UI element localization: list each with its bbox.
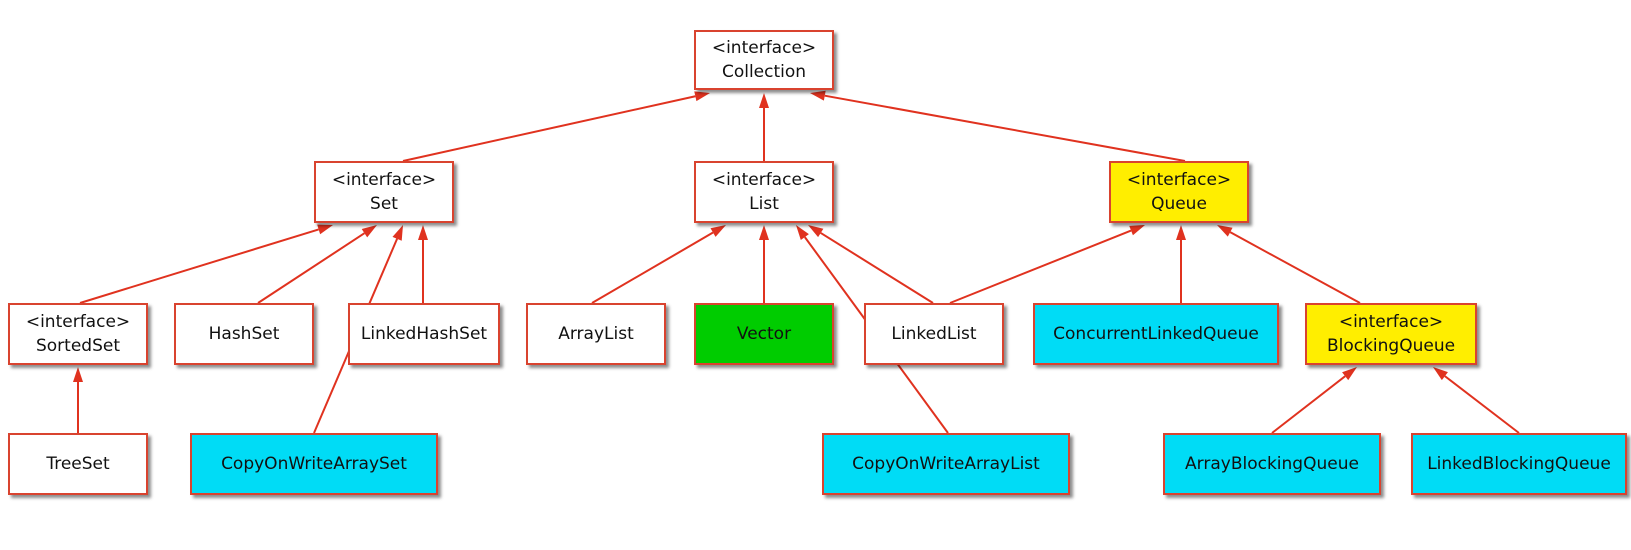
arrowhead: [810, 90, 826, 101]
arrayblockingqueue-name: ArrayBlockingQueue: [1185, 454, 1359, 474]
arrow-linkedlist-to-queue: [949, 225, 1145, 304]
blockingqueue-name: BlockingQueue: [1326, 336, 1456, 356]
arrowhead: [1129, 225, 1145, 236]
arrowhead: [694, 91, 710, 102]
queue-stereotype: <interface>: [1126, 170, 1232, 190]
collection-name: Collection: [721, 62, 807, 82]
node-set: <interface> Set: [314, 161, 454, 223]
arrowhead: [808, 225, 824, 238]
node-queue: <interface> Queue: [1109, 161, 1249, 223]
blockingqueue-stereotype: <interface>: [1338, 312, 1444, 332]
arrowhead: [759, 93, 769, 108]
node-sortedset: <interface> SortedSet: [8, 303, 148, 365]
node-collection: <interface> Collection: [694, 30, 834, 90]
list-name: List: [749, 194, 779, 214]
node-copyonwritearraylist: CopyOnWriteArrayList: [822, 433, 1070, 495]
arrowhead: [796, 225, 809, 241]
arrow-linkedblockingqueue-to-blockingqueue: [1433, 367, 1520, 434]
arrowhead: [392, 225, 403, 241]
list-stereotype: <interface>: [711, 170, 817, 190]
set-stereotype: <interface>: [331, 170, 437, 190]
arrowhead: [73, 367, 83, 382]
node-arraylist: ArrayList: [526, 303, 666, 365]
arrowhead: [1176, 225, 1186, 240]
node-treeset: TreeSet: [8, 433, 148, 495]
arrow-arraylist-to-list: [591, 225, 726, 304]
treeset-name: TreeSet: [46, 454, 110, 474]
copyonwritearrayset-name: CopyOnWriteArraySet: [221, 454, 407, 474]
arraylist-name: ArrayList: [558, 324, 634, 344]
linkedhashset-name: LinkedHashSet: [360, 324, 488, 344]
arrow-queue-to-collection: [810, 90, 1186, 162]
collection-stereotype: <interface>: [711, 38, 817, 58]
sortedset-stereotype: <interface>: [25, 312, 131, 332]
arrow-linkedlist-to-list: [808, 225, 934, 304]
concurrentlinkedqueue-name: ConcurrentLinkedQueue: [1053, 324, 1259, 344]
arrow-treeset-to-sortedset: [73, 367, 83, 433]
arrowhead: [1433, 367, 1448, 381]
arrow-arrayblockingqueue-to-blockingqueue: [1271, 367, 1357, 434]
node-concurrentlinkedqueue: ConcurrentLinkedQueue: [1033, 303, 1279, 365]
vector-name: Vector: [736, 324, 792, 344]
node-blockingqueue: <interface> BlockingQueue: [1305, 303, 1477, 365]
node-copyonwritearrayset: CopyOnWriteArraySet: [190, 433, 438, 495]
node-vector: Vector: [694, 303, 834, 365]
arrowhead: [1217, 225, 1233, 237]
linkedblockingqueue-name: LinkedBlockingQueue: [1427, 454, 1611, 474]
node-hashset: HashSet: [174, 303, 314, 365]
node-linkedlist: LinkedList: [864, 303, 1004, 365]
node-arrayblockingqueue: ArrayBlockingQueue: [1163, 433, 1381, 495]
hashset-name: HashSet: [208, 324, 280, 344]
set-name: Set: [370, 194, 398, 214]
arrow-hashset-to-set: [257, 225, 377, 304]
arrow-sortedset-to-set: [79, 224, 333, 304]
copyonwritearraylist-name: CopyOnWriteArrayList: [852, 454, 1040, 474]
arrow-set-to-collection: [402, 91, 710, 162]
arrow-list-to-collection: [759, 93, 769, 161]
node-linkedblockingqueue: LinkedBlockingQueue: [1411, 433, 1627, 495]
arrowhead: [1342, 367, 1357, 381]
arrowhead: [710, 225, 726, 237]
arrow-linkedhashset-to-set: [418, 225, 428, 303]
arrow-blockingqueue-to-queue: [1217, 225, 1361, 304]
linkedlist-name: LinkedList: [891, 324, 977, 344]
arrowhead: [361, 225, 377, 238]
arrowhead: [317, 224, 333, 235]
node-linkedhashset: LinkedHashSet: [348, 303, 500, 365]
queue-name: Queue: [1151, 194, 1207, 214]
arrowhead: [759, 225, 769, 240]
sortedset-name: SortedSet: [35, 336, 120, 356]
node-list: <interface> List: [694, 161, 834, 223]
arrow-vector-to-list: [759, 225, 769, 303]
arrowhead: [418, 225, 428, 240]
arrow-concurrentlinkedqueue-to-queue: [1176, 225, 1186, 303]
